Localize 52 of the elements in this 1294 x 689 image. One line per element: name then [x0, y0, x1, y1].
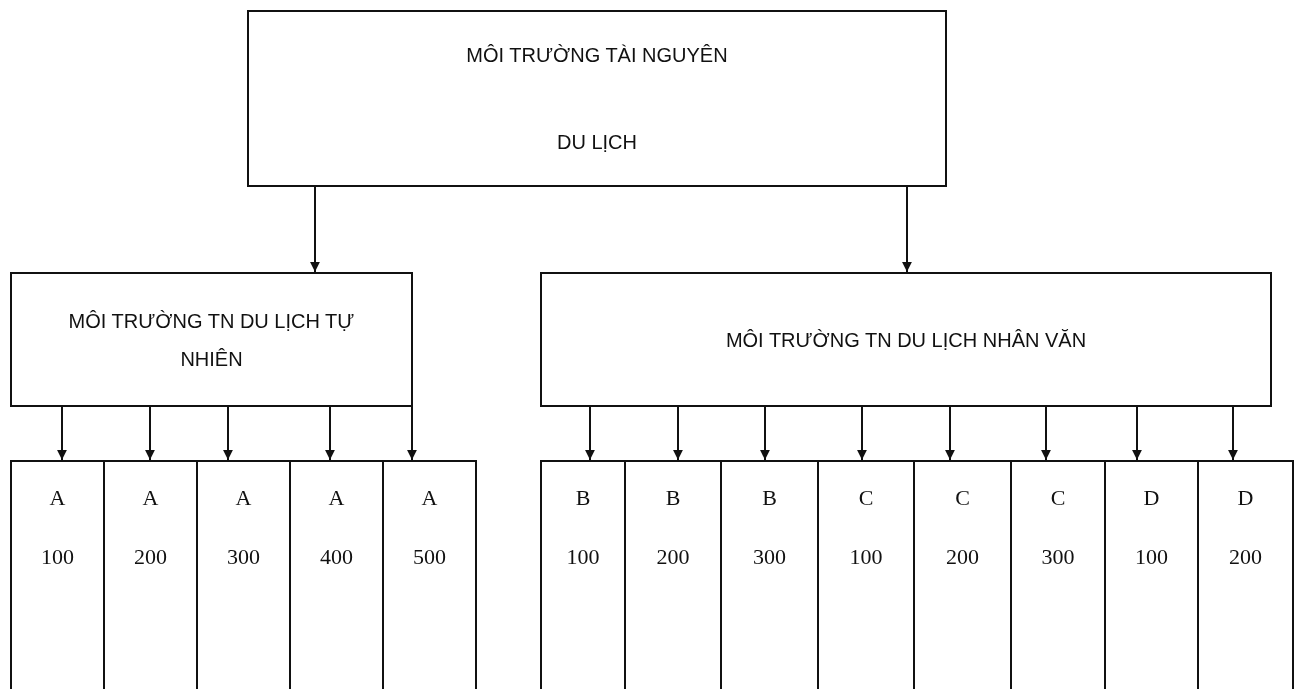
box-label: 300 [1041, 542, 1075, 571]
arrow [857, 406, 867, 461]
box-label: B [665, 484, 681, 512]
category-box [540, 272, 1272, 407]
box-label: 100 [1135, 542, 1168, 571]
box-label: 100 [41, 542, 74, 571]
box-label: A [142, 484, 159, 512]
box-label: 300 [227, 542, 260, 571]
box-label: 100 [566, 542, 600, 571]
arrow [407, 406, 417, 461]
box-label: B [762, 484, 777, 512]
box-label: A [49, 484, 66, 512]
box-label: C [955, 484, 970, 512]
category-box [10, 460, 105, 689]
arrow [145, 406, 155, 461]
box-label: 200 [134, 542, 167, 571]
arrow [945, 406, 955, 461]
box-label: B [575, 484, 591, 512]
box-label: A [235, 484, 252, 512]
category-box [247, 10, 947, 187]
box-label: 200 [1229, 542, 1262, 571]
arrow [1041, 406, 1051, 461]
box-label: C [858, 484, 874, 512]
box-label: A [328, 484, 345, 512]
box-label: 400 [320, 542, 353, 571]
box-label: 200 [946, 542, 979, 571]
box-title: DU LỊCH [557, 129, 637, 155]
box-label: 100 [849, 542, 883, 571]
arrow [585, 406, 595, 461]
category-box [1197, 460, 1294, 689]
arrow [902, 186, 912, 273]
category-box [382, 460, 477, 689]
arrow [57, 406, 67, 461]
box-title: MÔI TRƯỜNG TN DU LỊCH NHÂN VĂN [725, 327, 1087, 353]
box-label: 500 [413, 542, 446, 571]
arrow [223, 406, 233, 461]
box-label: D [1237, 484, 1254, 512]
arrow [325, 406, 335, 461]
arrow [310, 186, 320, 273]
box-title: MÔI TRƯỜNG TÀI NGUYÊN [466, 43, 728, 69]
arrow [673, 406, 683, 461]
box-label: 200 [656, 542, 690, 571]
box-label: 300 [753, 542, 786, 571]
box-title: MÔI TRƯỜNG TN DU LỊCH TỰ NHIÊN [67, 308, 356, 372]
arrow [760, 406, 770, 461]
box-label: A [421, 484, 438, 512]
category-box [10, 272, 413, 407]
arrow [1228, 406, 1238, 461]
category-box [540, 460, 626, 689]
box-label: D [1143, 484, 1160, 512]
arrow [1132, 406, 1142, 461]
box-label: C [1050, 484, 1066, 512]
